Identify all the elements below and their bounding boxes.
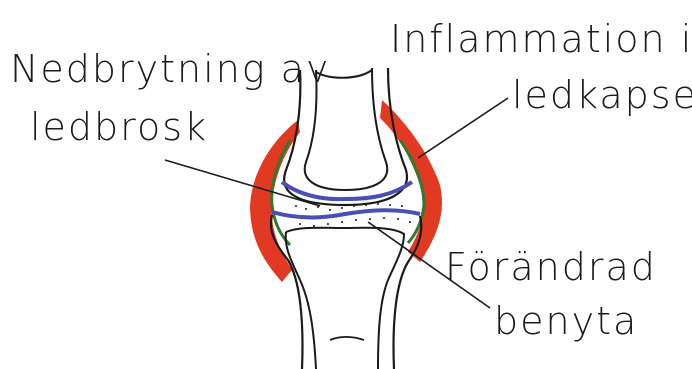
lower-bone-shaft-line (330, 337, 364, 340)
label-capsule-inflammation-line2: ledkapsel (512, 76, 692, 114)
joint-space-stipple (295, 203, 411, 227)
lower-bone-inner (286, 228, 404, 369)
inflamed-capsule-left (250, 120, 300, 282)
label-capsule-inflammation-line1: Inflammation i (390, 20, 692, 58)
label-bone-surface-line2: benyta (494, 302, 638, 340)
label-cartilage-breakdown-line2: ledbrosk (30, 108, 208, 146)
leader-line-cartilage (165, 160, 320, 206)
label-bone-surface-line1: Förändrad (445, 248, 657, 286)
label-cartilage-breakdown-line1: Nedbrytning av (10, 50, 330, 88)
lower-cartilage (272, 210, 420, 217)
leader-line-capsule (418, 98, 508, 158)
